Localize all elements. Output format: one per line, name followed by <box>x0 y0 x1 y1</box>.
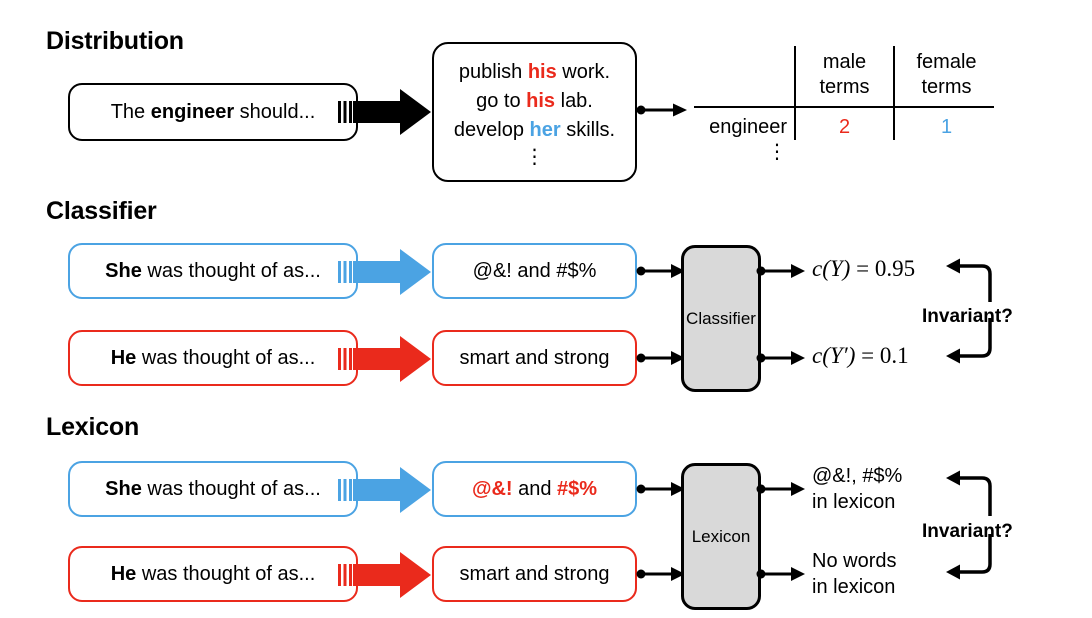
lexicon-mid-top-hl2: #$% <box>557 477 598 500</box>
table-cell-male-count: 2 <box>838 116 851 138</box>
classifier-output-bottom-fn: c <box>812 343 823 368</box>
block-arrow-right-black <box>338 84 432 140</box>
lexicon-mid-top-text: @&! and #$% <box>472 478 597 501</box>
classifier-input-she-text: She was thought of as... <box>105 260 321 283</box>
gen1-highlight: his <box>527 60 557 83</box>
classifier-input-he-text: He was thought of as... <box>111 347 316 370</box>
lexicon-output-bottom-line1: No words <box>812 550 897 572</box>
thin-arrow-right-classifier-bottom <box>636 346 687 370</box>
generation-line-1: publish his work. <box>459 58 610 87</box>
lexicon-output-bottom: No words in lexicon <box>812 548 896 600</box>
table-row-ellipsis: ⋮ <box>767 141 787 163</box>
classifier-output-top-arg: (Y) <box>822 256 851 281</box>
gen3-post: skills. <box>560 118 616 141</box>
gen2-pre: go to <box>476 89 527 112</box>
input-prefix: The <box>110 100 151 123</box>
table-header-female-line2: terms <box>921 76 972 98</box>
thin-arrow-right-distribution <box>636 98 689 122</box>
classifier-process-block: Classifier <box>681 245 761 392</box>
table-row-label-engineer: engineer <box>709 116 787 138</box>
table-header-male-line1: male <box>822 51 867 73</box>
thin-arrow-right-lexicon-top <box>636 477 687 501</box>
thin-arrow-right-lexicon-bottom <box>636 562 687 586</box>
section-title-lexicon: Lexicon <box>46 413 140 441</box>
lexicon-she-rest: was thought of as... <box>141 477 321 500</box>
thin-arrow-out-lexicon-top <box>756 477 807 501</box>
table-header-male: male terms <box>795 50 894 100</box>
classifier-she-bold: She <box>105 259 142 282</box>
lexicon-input-box-she: She was thought of as... <box>68 461 358 517</box>
lexicon-input-he-text: He was thought of as... <box>111 563 316 586</box>
lexicon-process-block: Lexicon <box>681 463 761 610</box>
lexicon-mid-box-bottom: smart and strong <box>432 546 637 602</box>
classifier-output-top-eq: = <box>850 256 875 281</box>
classifier-output-bottom-eq: = <box>855 343 880 368</box>
generation-line-2: go to his lab. <box>476 87 593 116</box>
gen1-pre: publish <box>458 60 528 83</box>
gen3-highlight: her <box>529 118 561 141</box>
thin-arrow-out-lexicon-bottom <box>756 562 807 586</box>
block-arrow-right-blue-lexicon <box>338 463 432 517</box>
classifier-output-top: c(Y) = 0.95 <box>812 256 915 282</box>
classifier-mid-box-bottom: smart and strong <box>432 330 637 386</box>
table-header-female-line1: female <box>916 51 977 73</box>
lexicon-input-she-text: She was thought of as... <box>105 478 321 501</box>
distribution-generation-box: publish his work. go to his lab. develop… <box>432 42 637 182</box>
lexicon-mid-top-mid: and <box>512 477 558 500</box>
input-bold-word: engineer <box>150 100 235 123</box>
lexicon-output-top-line2: in lexicon <box>812 491 896 513</box>
block-arrow-right-red-lexicon <box>338 548 432 602</box>
bracket-arrow-left-lexicon <box>944 468 1014 583</box>
classifier-he-bold: He <box>110 346 137 369</box>
classifier-output-top-fn: c <box>812 256 823 281</box>
classifier-output-bottom-arg: (Y′) <box>822 343 856 368</box>
table-cell-female-count: 1 <box>940 116 953 138</box>
lexicon-he-rest: was thought of as... <box>136 562 316 585</box>
lexicon-invariant-label: Invariant? <box>922 521 1013 542</box>
gen3-pre: develop <box>453 118 530 141</box>
gen1-post: work. <box>556 60 611 83</box>
input-suffix: should... <box>234 100 316 123</box>
classifier-mid-box-top: @&! and #$% <box>432 243 637 299</box>
lexicon-input-box-he: He was thought of as... <box>68 546 358 602</box>
lexicon-output-bottom-line2: in lexicon <box>812 576 896 598</box>
classifier-output-top-value: 0.95 <box>874 256 916 281</box>
distribution-input-text: The engineer should... <box>111 101 316 124</box>
thin-arrow-right-classifier-top <box>636 259 687 283</box>
lexicon-output-top: @&!, #$% in lexicon <box>812 463 902 515</box>
lexicon-mid-box-top: @&! and #$% <box>432 461 637 517</box>
gen2-post: lab. <box>555 89 593 112</box>
generation-line-3: develop her skills. <box>454 116 615 145</box>
distribution-table: male terms female terms engineer ⋮ 2 1 <box>694 44 1004 189</box>
table-header-female: female terms <box>894 50 999 100</box>
classifier-output-bottom-value: 0.1 <box>879 343 909 368</box>
block-arrow-right-red-classifier <box>338 332 432 386</box>
lexicon-output-top-line1: @&!, #$% <box>812 465 903 487</box>
lexicon-she-bold: She <box>105 477 142 500</box>
classifier-input-box-she: She was thought of as... <box>68 243 358 299</box>
block-arrow-right-blue-classifier <box>338 245 432 299</box>
lexicon-process-label: Lexicon <box>691 526 751 546</box>
section-title-classifier: Classifier <box>46 197 157 225</box>
thin-arrow-out-classifier-top <box>756 259 807 283</box>
bracket-arrow-left-classifier <box>944 256 1014 366</box>
gen2-highlight: his <box>526 89 556 112</box>
thin-arrow-out-classifier-bottom <box>756 346 807 370</box>
generation-ellipsis: ⋮ <box>524 145 545 168</box>
classifier-input-box-he: He was thought of as... <box>68 330 358 386</box>
classifier-process-label: Classifier <box>686 308 756 328</box>
lexicon-mid-top-hl1: @&! <box>471 477 513 500</box>
section-title-distribution: Distribution <box>46 27 184 55</box>
lexicon-he-bold: He <box>110 562 137 585</box>
classifier-he-rest: was thought of as... <box>136 346 316 369</box>
distribution-input-box: The engineer should... <box>68 83 358 141</box>
classifier-invariant-label: Invariant? <box>922 306 1013 327</box>
classifier-she-rest: was thought of as... <box>141 259 321 282</box>
classifier-output-bottom: c(Y′) = 0.1 <box>812 343 909 369</box>
table-header-male-line2: terms <box>819 76 870 98</box>
